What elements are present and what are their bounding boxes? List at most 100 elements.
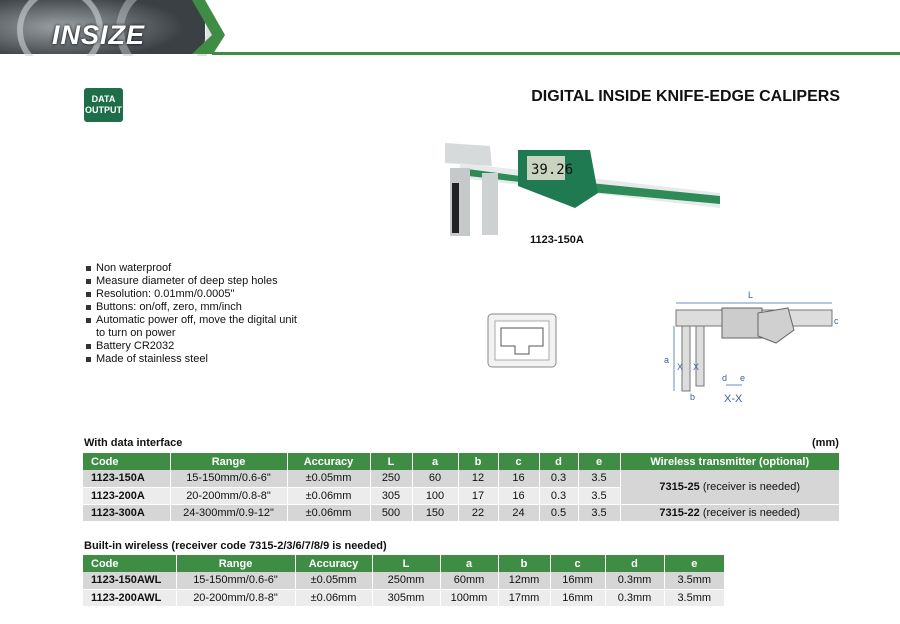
cell: 16mm — [550, 589, 606, 607]
col-header: Range — [170, 453, 288, 470]
dim-d: d — [722, 373, 727, 383]
header-banner: INSIZE — [0, 0, 900, 79]
cell: 250mm — [372, 572, 441, 590]
cell: 12 — [458, 470, 499, 488]
col-header: b — [458, 453, 499, 470]
wireless-cell: 7315-22 (receiver is needed) — [620, 503, 840, 522]
cell: 12mm — [498, 572, 551, 590]
cell: 3.5 — [578, 504, 621, 522]
feature-item: Automatic power off, move the digital un… — [86, 314, 306, 340]
col-header: Code — [83, 453, 171, 470]
cell: 1123-300A — [83, 504, 171, 522]
cell: 100mm — [440, 589, 499, 607]
col-header: c — [550, 555, 606, 572]
col-header: L — [372, 555, 441, 572]
cell: 16 — [498, 487, 540, 505]
cell: 3.5 — [578, 487, 621, 505]
cell: 1123-200A — [83, 487, 171, 505]
cell: 0.3mm — [605, 572, 665, 590]
wireless-code: 7315-25 — [659, 480, 700, 493]
cell: 100 — [412, 487, 459, 505]
step-hole-icon — [487, 313, 557, 368]
cell: 15-150mm/0.6-6" — [170, 470, 288, 488]
col-header: a — [412, 453, 459, 470]
cell: ±0.06mm — [287, 487, 371, 505]
cell: 1123-150A — [83, 470, 171, 488]
cell: 0.3mm — [605, 589, 665, 607]
cell: 24-300mm/0.9-12" — [170, 504, 288, 522]
caliper-photo: 39.26 — [445, 143, 720, 236]
wireless-note: (receiver is needed) — [699, 480, 801, 493]
table2-caption: Built-in wireless (receiver code 7315-2/… — [84, 540, 387, 552]
cell: ±0.06mm — [287, 504, 371, 522]
wireless-cell: 7315-25 (receiver is needed) — [620, 470, 840, 505]
col-header: Accuracy — [295, 555, 373, 572]
col-header: d — [539, 453, 579, 470]
cell: 1123-200AWL — [83, 589, 177, 607]
cell: 3.5mm — [664, 589, 725, 607]
dim-b: b — [690, 392, 695, 402]
col-header: e — [664, 555, 725, 572]
section-x-right: X — [693, 362, 699, 372]
feature-item: Non waterproof — [86, 262, 306, 275]
dim-L: L — [748, 290, 753, 300]
cell: 20-200mm/0.8-8" — [170, 487, 288, 505]
cell: 305 — [370, 487, 413, 505]
cell: 500 — [370, 504, 413, 522]
cell: 150 — [412, 504, 459, 522]
cell: 250 — [370, 470, 413, 488]
wireless-code: 7315-22 — [659, 506, 700, 519]
col-header: c — [498, 453, 540, 470]
dimension-diagram: L c a b X X d e X-X — [664, 290, 839, 405]
col-header: Range — [176, 555, 296, 572]
col-header: L — [370, 453, 413, 470]
badge-line1: DATA — [91, 94, 116, 104]
cell: 0.5 — [539, 504, 579, 522]
cell: 22 — [458, 504, 499, 522]
cell: 3.5mm — [664, 572, 725, 590]
dim-a: a — [664, 355, 669, 365]
cell: 0.3 — [539, 487, 579, 505]
cell: ±0.05mm — [287, 470, 371, 488]
table1-unit: (mm) — [812, 437, 839, 449]
cell: 1123-150AWL — [83, 572, 177, 590]
table1-caption: With data interface — [84, 437, 183, 449]
col-header: Code — [83, 555, 177, 572]
cell: ±0.06mm — [295, 589, 373, 607]
col-header: e — [578, 453, 621, 470]
col-header: a — [440, 555, 499, 572]
page-title: DIGITAL INSIDE KNIFE-EDGE CALIPERS — [531, 88, 840, 105]
badge-line2: OUTPUT — [85, 105, 122, 115]
feature-item: Measure diameter of deep step holes — [86, 275, 306, 288]
cell: 16mm — [550, 572, 606, 590]
cell: 3.5 — [578, 470, 621, 488]
lcd-reading: 39.26 — [531, 162, 573, 178]
cell: 17 — [458, 487, 499, 505]
dim-c: c — [834, 316, 839, 326]
cell: 60 — [412, 470, 459, 488]
col-header: Accuracy — [287, 453, 371, 470]
cell: 17mm — [498, 589, 551, 607]
col-header: b — [498, 555, 551, 572]
feature-item: Resolution: 0.01mm/0.0005" — [86, 288, 306, 301]
feature-item: Battery CR2032 — [86, 340, 306, 353]
insize-logo: INSIZE — [52, 20, 146, 50]
cell: 20-200mm/0.8-8" — [176, 589, 296, 607]
banner-graphic — [0, 0, 900, 79]
cell: ±0.05mm — [295, 572, 373, 590]
cell: 60mm — [440, 572, 499, 590]
feature-list: Non waterproof Measure diameter of deep … — [86, 262, 306, 366]
cell: 305mm — [372, 589, 441, 607]
feature-item: Made of stainless steel — [86, 353, 306, 366]
col-header: d — [605, 555, 665, 572]
cell: 0.3 — [539, 470, 579, 488]
